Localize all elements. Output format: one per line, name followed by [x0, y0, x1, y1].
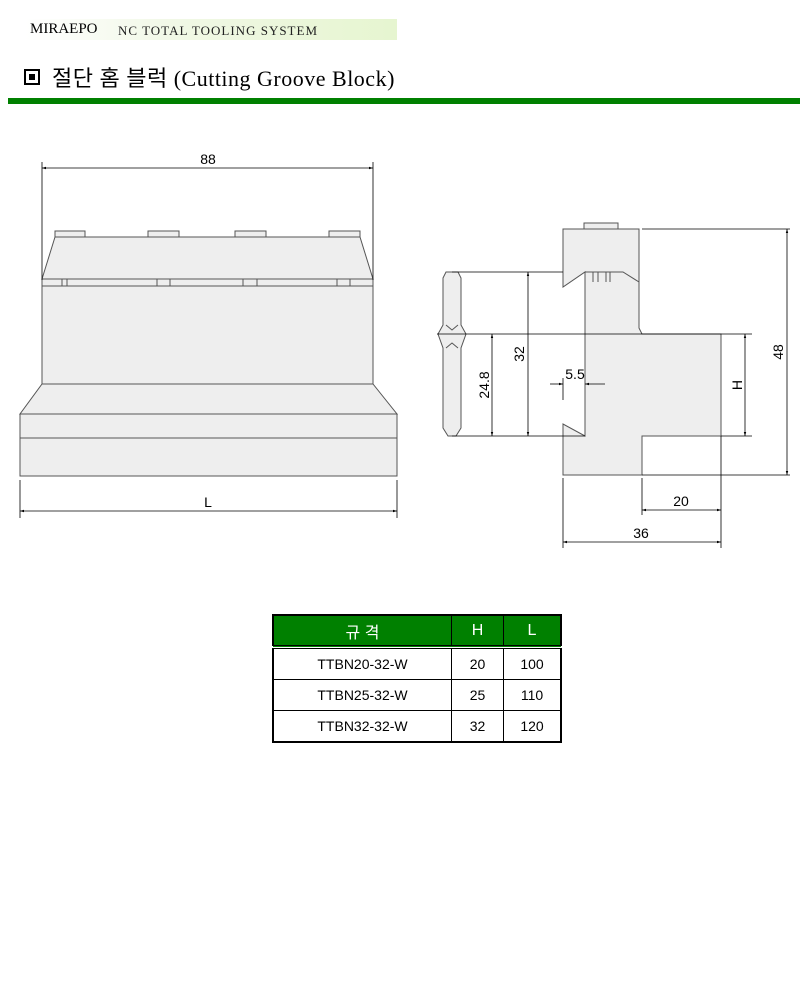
cell-h: 32	[451, 710, 504, 743]
header-spec: 규 격	[272, 614, 452, 649]
header-banner: MIRAEPO NC TOTAL TOOLING SYSTEM	[25, 19, 397, 40]
cell-h: 25	[451, 679, 504, 711]
cell-model: TTBN25-32-W	[272, 679, 452, 711]
dim-36: 36	[633, 525, 649, 541]
cell-model: TTBN20-32-W	[272, 646, 452, 680]
front-view	[19, 230, 399, 477]
table-row: TTBN32-32-W 32 120	[272, 710, 562, 743]
cell-h: 20	[451, 646, 504, 680]
side-view-dimensions	[437, 228, 790, 548]
cell-l: 120	[503, 710, 562, 743]
dim-h: H	[729, 380, 745, 390]
title-divider	[8, 98, 800, 104]
square-bullet-icon	[24, 69, 40, 85]
header-h: H	[451, 614, 504, 649]
cell-model: TTBN32-32-W	[272, 710, 452, 743]
front-view-dimensions	[19, 162, 398, 518]
dim-88: 88	[200, 151, 216, 167]
cell-l: 110	[503, 679, 562, 711]
page-title: 절단 홈 블럭 (Cutting Groove Block)	[24, 61, 395, 93]
dim-48: 48	[770, 344, 786, 360]
dim-32: 32	[511, 346, 527, 362]
dim-5-5: 5.5	[565, 366, 585, 382]
spec-table: 규 격 H L TTBN20-32-W 20 100 TTBN25-32-W 2…	[272, 614, 562, 743]
header-l: L	[503, 614, 562, 649]
dim-20: 20	[673, 493, 689, 509]
brand-name: MIRAEPO	[30, 21, 98, 37]
dim-l: L	[204, 494, 212, 510]
side-view	[437, 222, 722, 476]
dim-24-8: 24.8	[476, 371, 492, 398]
table-row: TTBN20-32-W 20 100	[272, 646, 562, 680]
page-title-text: 절단 홈 블럭 (Cutting Groove Block)	[52, 66, 395, 91]
table-header-row: 규 격 H L	[272, 614, 562, 649]
cell-l: 100	[503, 646, 562, 680]
system-name: NC TOTAL TOOLING SYSTEM	[118, 23, 318, 38]
table-row: TTBN25-32-W 25 110	[272, 679, 562, 711]
